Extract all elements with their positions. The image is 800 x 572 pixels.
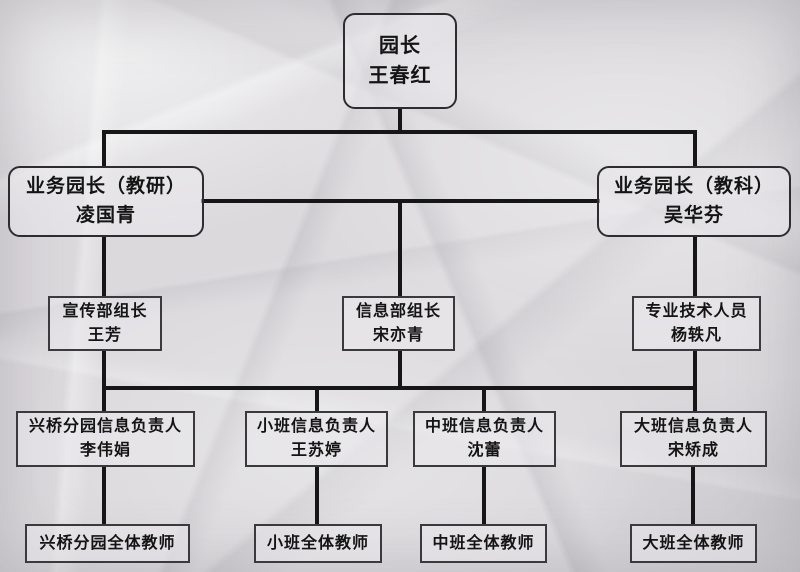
node-title: 信息部组长 xyxy=(355,302,441,320)
node-title: 小班全体教师 xyxy=(266,534,369,552)
connector-junior-drop xyxy=(315,386,319,412)
node-title: 大班全体教师 xyxy=(642,534,745,552)
connector-mid-drop xyxy=(398,199,402,297)
node-title: 专业技术人员 xyxy=(645,302,748,320)
node-person: 杨轶凡 xyxy=(670,326,722,344)
org-node-senior-info: 大班信息负责人 宋矫成 xyxy=(620,411,767,467)
connector-senior-stem xyxy=(691,466,695,526)
connector-middle-drop xyxy=(482,386,486,412)
node-title: 业务园长（教科） xyxy=(613,176,774,197)
connector-left-drop-1 xyxy=(102,130,106,167)
org-node-junior-teachers: 小班全体教师 xyxy=(254,524,382,563)
org-node-tech-specialist: 专业技术人员 杨轶凡 xyxy=(632,296,761,351)
node-person: 吴华芬 xyxy=(663,204,724,226)
connector-level4-rail xyxy=(102,386,697,390)
node-title: 兴桥分园信息负责人 xyxy=(28,418,182,435)
node-title: 宣传部组长 xyxy=(62,302,148,320)
node-title: 兴桥分园全体教师 xyxy=(39,534,176,552)
connector-mid-stem-3 xyxy=(398,350,402,390)
org-node-xingqiao-info: 兴桥分园信息负责人 李伟娟 xyxy=(16,411,195,467)
org-node-vp-research: 业务园长（教研） 凌国青 xyxy=(8,166,204,237)
node-person: 王芳 xyxy=(87,326,122,344)
org-node-xingqiao-teachers: 兴桥分园全体教师 xyxy=(25,524,190,563)
org-node-middle-info: 中班信息负责人 沈蕾 xyxy=(413,411,556,467)
org-node-info-lead: 信息部组长 宋亦青 xyxy=(342,296,455,351)
connector-right-drop-3 xyxy=(693,350,697,412)
org-node-vp-science: 业务园长（教科） 吴华芬 xyxy=(597,166,791,237)
org-node-junior-info: 小班信息负责人 王苏婷 xyxy=(245,411,388,467)
node-person: 王苏婷 xyxy=(290,442,342,459)
node-title: 园长 xyxy=(379,35,421,57)
node-person: 李伟娟 xyxy=(79,442,131,459)
connector-xingqiao-stem xyxy=(102,466,106,526)
connector-junior-stem xyxy=(315,466,319,526)
org-node-middle-teachers: 中班全体教师 xyxy=(420,524,547,563)
org-node-principal: 园长 王春红 xyxy=(343,13,457,109)
node-person: 凌国青 xyxy=(75,204,136,226)
connector-root-stem xyxy=(398,108,402,134)
org-node-senior-teachers: 大班全体教师 xyxy=(630,524,757,563)
node-title: 中班全体教师 xyxy=(432,534,535,552)
node-person: 宋矫成 xyxy=(667,442,719,459)
connector-right-drop-1 xyxy=(693,130,697,167)
node-person: 沈蕾 xyxy=(467,442,502,459)
node-title: 中班信息负责人 xyxy=(424,418,544,435)
node-person: 宋亦青 xyxy=(372,326,424,344)
node-person: 王春红 xyxy=(368,65,432,87)
node-title: 业务园长（教研） xyxy=(25,176,186,197)
connector-top-rail xyxy=(102,130,697,134)
node-title: 小班信息负责人 xyxy=(256,418,376,435)
connector-middle-stem xyxy=(482,466,486,526)
connector-left-drop-3 xyxy=(102,350,106,412)
connector-right-drop-2 xyxy=(693,235,697,297)
node-title: 大班信息负责人 xyxy=(633,418,753,435)
connector-left-drop-2 xyxy=(102,235,106,297)
org-node-publicity-lead: 宣传部组长 王芳 xyxy=(48,296,162,351)
